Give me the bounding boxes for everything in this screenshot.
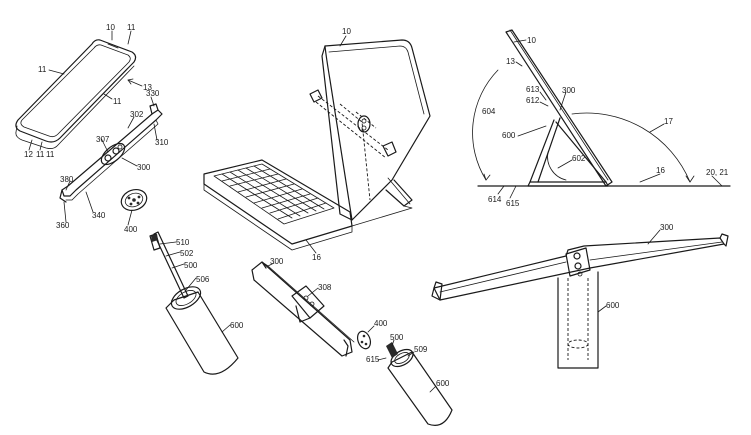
disc-400 <box>120 189 148 211</box>
ref-500: 500 <box>390 333 404 342</box>
ref-300: 300 <box>562 86 576 95</box>
key-grid <box>213 163 335 225</box>
stand-leg-600 <box>529 119 555 183</box>
ref-11: 11 <box>36 150 45 159</box>
panel-tablet-keyboard <box>203 35 431 254</box>
side-tablet <box>505 29 613 187</box>
ref-300: 300 <box>660 223 674 232</box>
ref-10: 10 <box>527 36 536 45</box>
leaders-panel-4 <box>159 241 231 333</box>
tube-600-small <box>387 351 453 426</box>
arrow-head-13 <box>127 78 134 85</box>
ref-602: 602 <box>572 154 586 163</box>
ref-400: 400 <box>124 225 138 234</box>
ref-10: 10 <box>342 27 351 36</box>
rod-500 <box>153 231 189 299</box>
ref-11: 11 <box>127 23 136 32</box>
ref-604: 604 <box>482 107 496 116</box>
ref-600: 600 <box>436 379 450 388</box>
hinge-bar <box>59 103 163 203</box>
ref-400: 400 <box>374 319 388 328</box>
leaders-panel-2 <box>305 35 347 254</box>
ref-310: 310 <box>155 138 169 147</box>
ref-612: 612 <box>526 96 540 105</box>
ref-20-21: 20, 21 <box>706 168 729 177</box>
ref-307: 307 <box>96 135 110 144</box>
phone-outline <box>15 39 137 149</box>
ref-17: 17 <box>664 117 673 126</box>
ref-11: 11 <box>113 97 122 106</box>
ref-600: 600 <box>230 321 244 330</box>
stand-post-600 <box>557 271 599 369</box>
panel-exploded-view <box>15 30 163 226</box>
panel-stand-front <box>431 229 729 369</box>
ref-615: 615 <box>506 199 520 208</box>
leaders-panel-1 <box>28 30 158 226</box>
ref-506: 506 <box>196 275 210 284</box>
ref-509: 509 <box>414 345 428 354</box>
ref-12: 12 <box>24 150 33 159</box>
ref-300: 300 <box>137 163 151 172</box>
disc-400-small <box>356 330 372 350</box>
ref-615: 615 <box>366 355 380 364</box>
arc-17 <box>571 112 691 183</box>
ref-300: 300 <box>270 257 284 266</box>
ref-308: 308 <box>318 283 332 292</box>
ref-16: 16 <box>656 166 665 175</box>
panel-side-view <box>472 29 731 199</box>
arc-602 <box>547 151 567 181</box>
leaders-panel-5 <box>267 262 437 393</box>
arc-604 <box>472 69 499 181</box>
ref-600: 600 <box>606 301 620 310</box>
panel-hinge-bar-exploded <box>251 261 453 426</box>
ref-500: 500 <box>184 261 198 270</box>
leader-13 <box>127 79 143 87</box>
ref-613: 613 <box>526 85 540 94</box>
ref-13: 13 <box>143 83 152 92</box>
ref-510: 510 <box>176 238 190 247</box>
ref-13: 13 <box>506 57 515 66</box>
ref-360: 360 <box>56 221 70 230</box>
panel-stand-rod <box>149 231 239 375</box>
ref-614: 614 <box>488 195 502 204</box>
reference-numerals: 10 11 11 13 11 11 12 11 330 302 307 310 … <box>24 23 729 388</box>
ref-302: 302 <box>130 110 144 119</box>
ref-502: 502 <box>180 249 194 258</box>
tablet-outline <box>309 39 431 221</box>
ref-11: 11 <box>38 65 47 74</box>
leaders-panel-3 <box>497 39 723 199</box>
ref-16: 16 <box>312 253 321 262</box>
ref-340: 340 <box>92 211 106 220</box>
keyboard-base <box>203 159 413 251</box>
ref-330: 330 <box>146 89 160 98</box>
ref-11: 11 <box>46 150 55 159</box>
ref-600: 600 <box>502 131 516 140</box>
ref-10: 10 <box>106 23 115 32</box>
ref-380: 380 <box>60 175 74 184</box>
leaders-panel-6 <box>597 229 661 313</box>
tube-600 <box>165 291 239 375</box>
